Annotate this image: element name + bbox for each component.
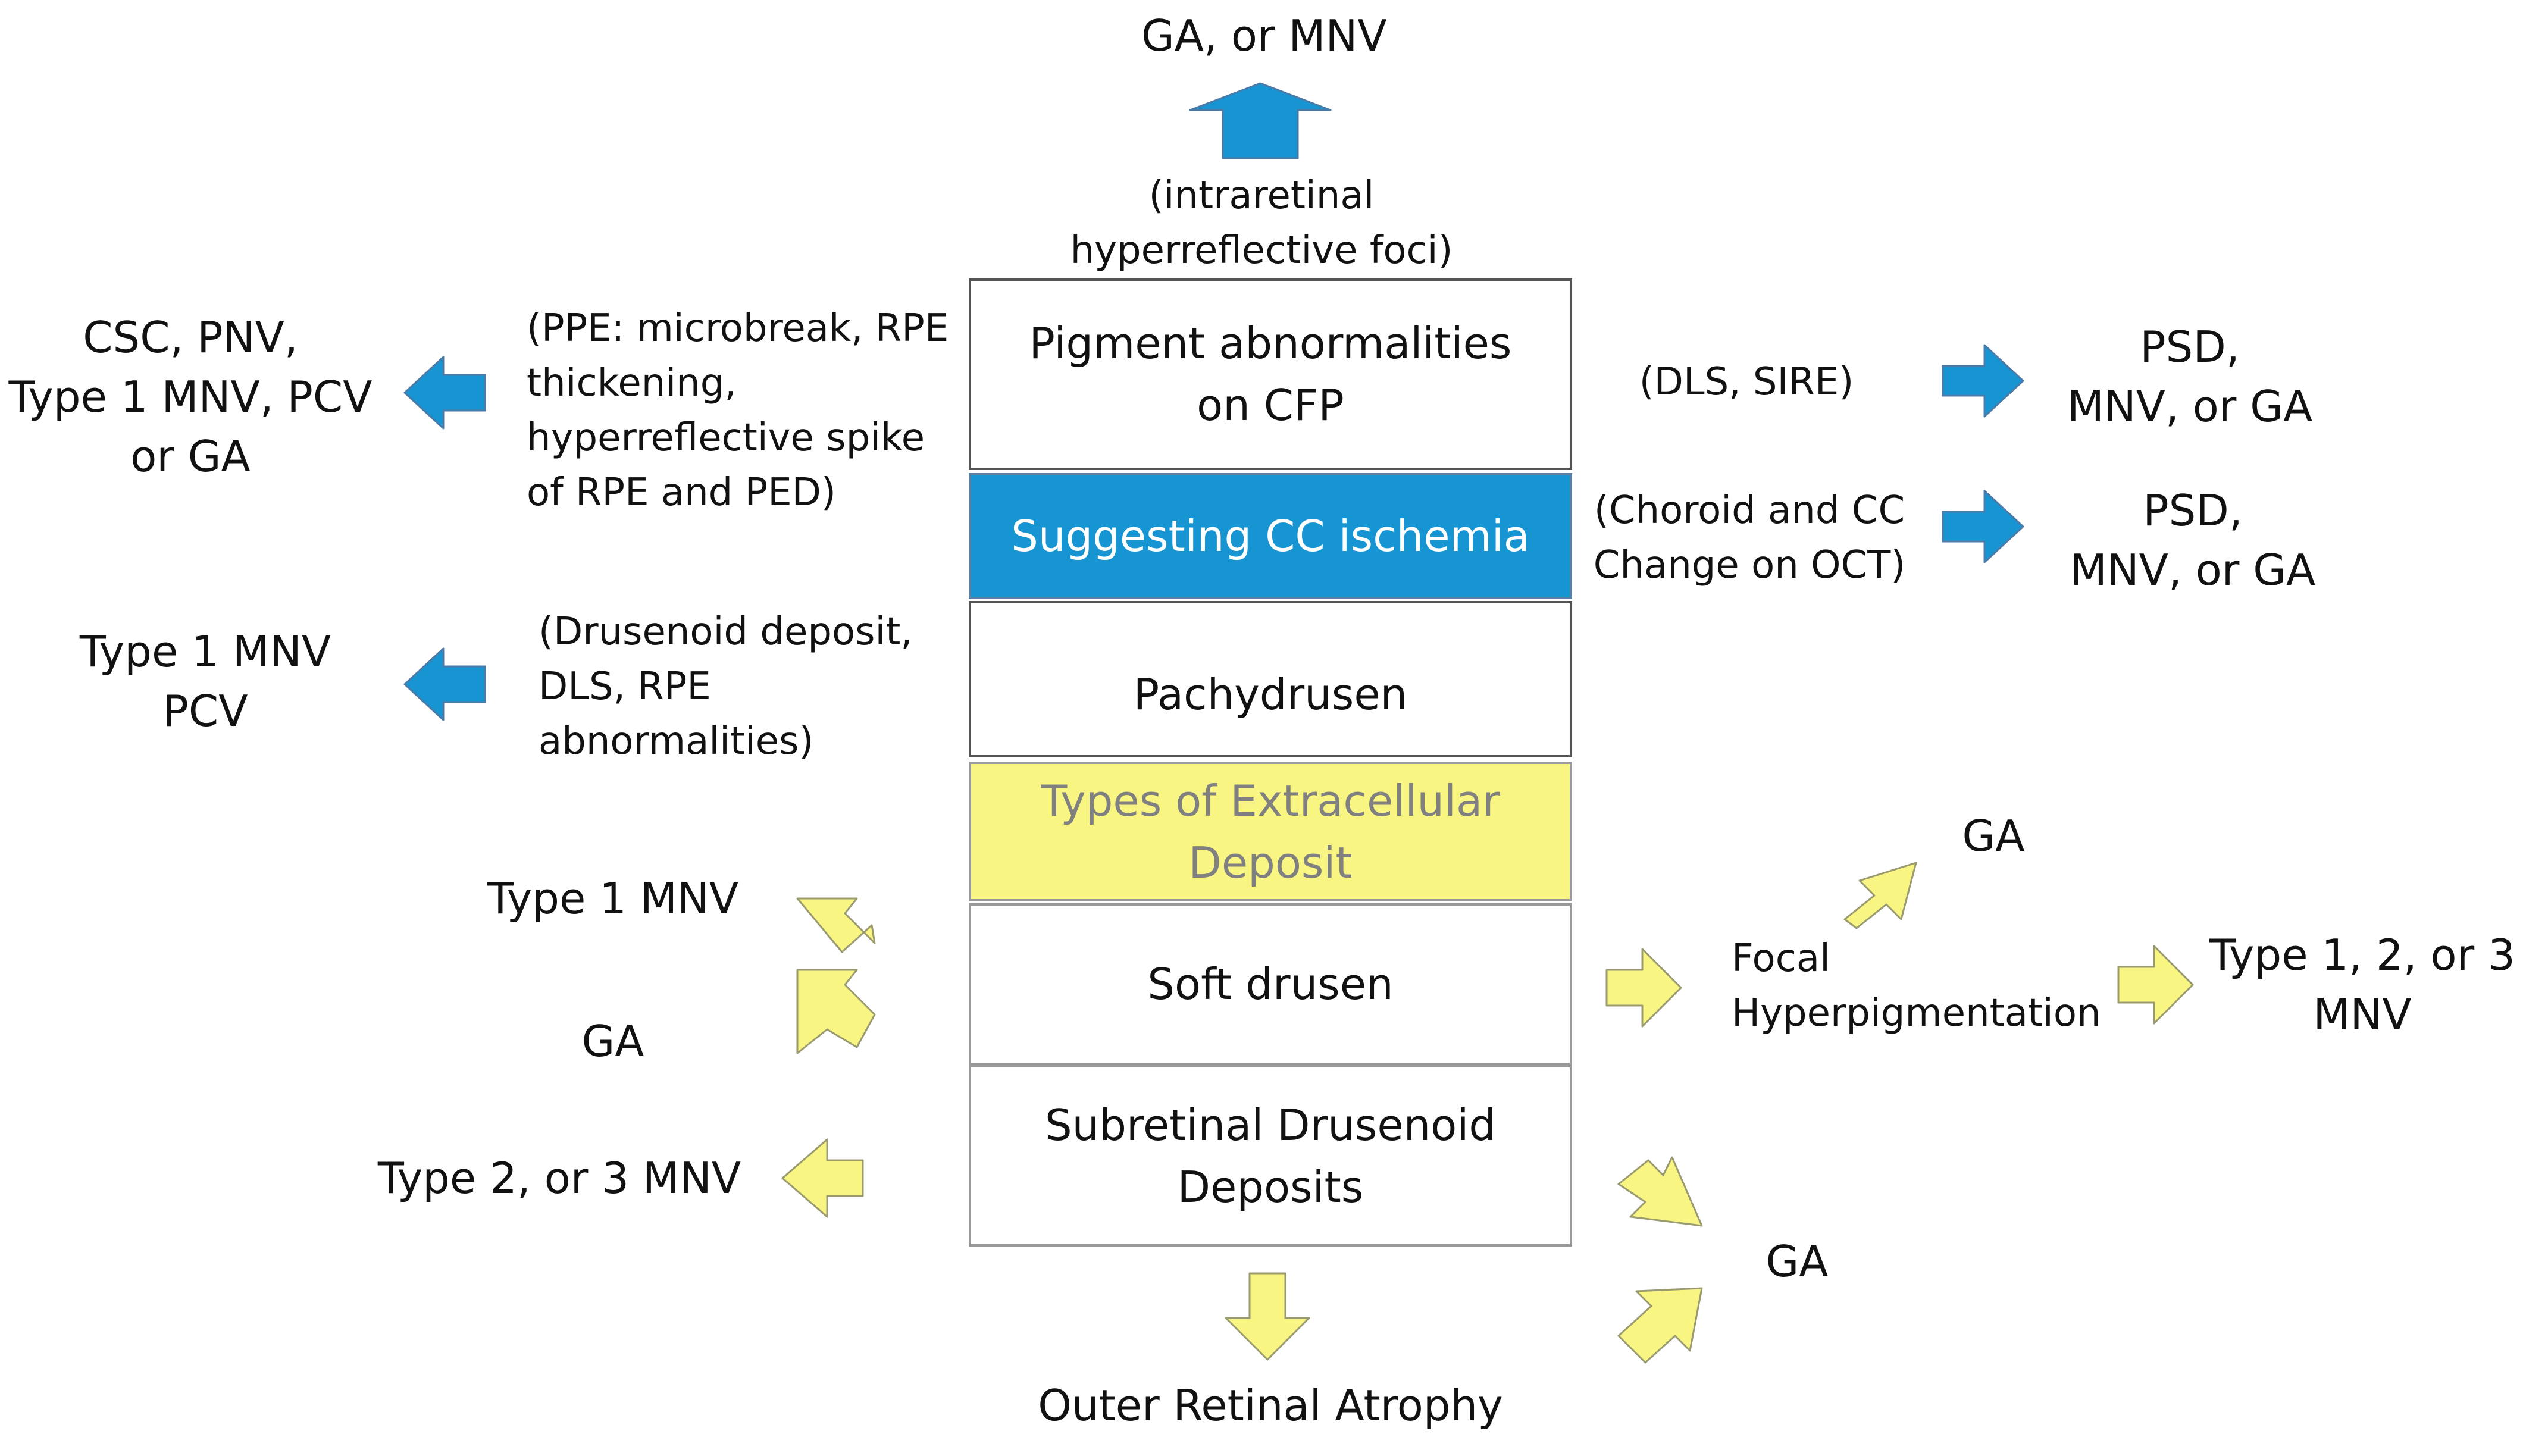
right-focal-line-2: Hyperpigmentation <box>1732 991 2101 1035</box>
right-pigment-outcome: PSD, MNV, or GA <box>2041 317 2339 436</box>
left-pigment-condition-line-3: hyperreflective spike <box>527 416 925 460</box>
arrow-right-blue-icon <box>1942 344 2024 418</box>
left-pachy-condition: (Drusenoid deposit, DLS, RPE abnormaliti… <box>539 605 955 769</box>
right-focal-right-outcome: Type 1, 2, or 3 MNV <box>2202 925 2523 1044</box>
cc-ischemia-label: Suggesting CC ischemia <box>1011 511 1530 561</box>
arrow-up-blue-icon <box>1189 82 1332 159</box>
arrow-right-yellow-icon <box>1605 948 1682 1028</box>
arrow-left-blue-icon <box>403 356 486 430</box>
soft-drusen-box: Soft drusen <box>969 903 1572 1065</box>
pigment-abnormalities-box: Pigment abnormalities on CFP <box>969 278 1572 470</box>
right-cc-outcome-line-1: PSD, <box>2143 486 2243 536</box>
right-focal-hyperpigmentation: Focal Hyperpigmentation <box>1732 931 2112 1041</box>
deposit-types-line-2: Deposit <box>1188 837 1353 888</box>
cc-ischemia-box: Suggesting CC ischemia <box>969 473 1572 599</box>
pigment-line-1: Pigment abnormalities <box>1029 318 1512 368</box>
right-focal-up-outcome: GA <box>1962 811 2025 861</box>
arrow-down-right-yellow-icon <box>1617 1156 1703 1227</box>
left-pigment-outcome: CSC, PNV, Type 1 MNV, PCV or GA <box>0 308 381 486</box>
arrow-left-yellow-icon <box>781 1138 864 1218</box>
bottom-outcome: Outer Retinal Atrophy <box>1038 1380 1503 1430</box>
left-pachy-condition-line-1: (Drusenoid deposit, <box>539 610 913 654</box>
right-focal-right-line-2: MNV <box>2313 990 2412 1039</box>
right-cc-outcome: PSD, MNV, or GA <box>2041 481 2344 600</box>
arrow-up-right-yellow-icon <box>1617 1287 1703 1364</box>
right-cc-condition-line-1: (Choroid and CC <box>1594 489 1905 533</box>
right-sdd-outcome: GA <box>1766 1236 1829 1286</box>
arrow-right-blue-icon <box>1942 490 2024 563</box>
right-focal-line-1: Focal <box>1732 937 1830 981</box>
right-pigment-condition: (DLS, SIRE) <box>1639 360 1854 404</box>
right-cc-outcome-line-2: MNV, or GA <box>2070 545 2316 595</box>
left-pigment-outcome-line-3: or GA <box>130 431 251 481</box>
top-condition-line-2: hyperreflective foci) <box>1070 228 1453 273</box>
sdd-line-1: Subretinal Drusenoid <box>1044 1100 1497 1150</box>
left-pigment-condition-line-1: (PPE: microbreak, RPE <box>527 306 949 350</box>
left-pigment-condition-line-2: thickening, <box>527 361 737 405</box>
pigment-line-2: on CFP <box>1197 380 1344 430</box>
sdd-box: Subretinal Drusenoid Deposits <box>969 1065 1572 1247</box>
arrow-up-right-yellow-icon <box>1843 862 1917 929</box>
arrow-right-yellow-icon <box>2117 945 2194 1025</box>
pachydrusen-label: Pachydrusen <box>1133 669 1408 719</box>
arrow-down-left-yellow-icon <box>796 969 876 1054</box>
left-sdd-outcome: Type 2, or 3 MNV <box>377 1153 741 1203</box>
arrow-left-blue-icon <box>403 647 486 721</box>
left-pachy-outcome-line-2: PCV <box>162 686 248 736</box>
right-pigment-outcome-line-2: MNV, or GA <box>2067 381 2313 431</box>
left-pigment-condition: (PPE: microbreak, RPE thickening, hyperr… <box>527 301 955 520</box>
left-pigment-outcome-line-1: CSC, PNV, <box>83 312 298 362</box>
left-pachy-condition-line-3: abnormalities) <box>539 719 814 763</box>
deposit-types-line-1: Types of Extracellular <box>1041 775 1500 826</box>
pachydrusen-box: Pachydrusen <box>969 601 1572 757</box>
right-pigment-outcome-line-1: PSD, <box>2140 322 2240 372</box>
left-pigment-outcome-line-2: Type 1 MNV, PCV <box>8 372 372 422</box>
left-soft-outcome-1: Type 1 MNV <box>487 873 739 923</box>
left-pigment-condition-line-4: of RPE and PED) <box>527 471 836 515</box>
soft-drusen-label: Soft drusen <box>1147 959 1394 1009</box>
top-condition: (intraretinal hyperreflective foci) <box>1059 168 1464 278</box>
left-pachy-outcome: Type 1 MNV PCV <box>60 622 351 741</box>
right-cc-condition: (Choroid and CC Change on OCT) <box>1583 483 1916 593</box>
arrow-up-left-yellow-icon <box>796 897 876 953</box>
left-soft-outcome-2: GA <box>581 1016 644 1066</box>
right-focal-right-line-1: Type 1, 2, or 3 <box>2209 930 2515 980</box>
deposit-types-box: Types of Extracellular Deposit <box>969 762 1572 901</box>
arrow-down-yellow-icon <box>1225 1272 1310 1361</box>
sdd-line-2: Deposits <box>1177 1161 1364 1212</box>
right-cc-condition-line-2: Change on OCT) <box>1593 543 1906 587</box>
top-outcome: GA, or MNV <box>1141 11 1387 61</box>
left-pachy-outcome-line-1: Type 1 MNV <box>79 627 331 677</box>
top-condition-line-1: (intraretinal <box>1148 174 1375 218</box>
left-pachy-condition-line-2: DLS, RPE <box>539 665 711 709</box>
